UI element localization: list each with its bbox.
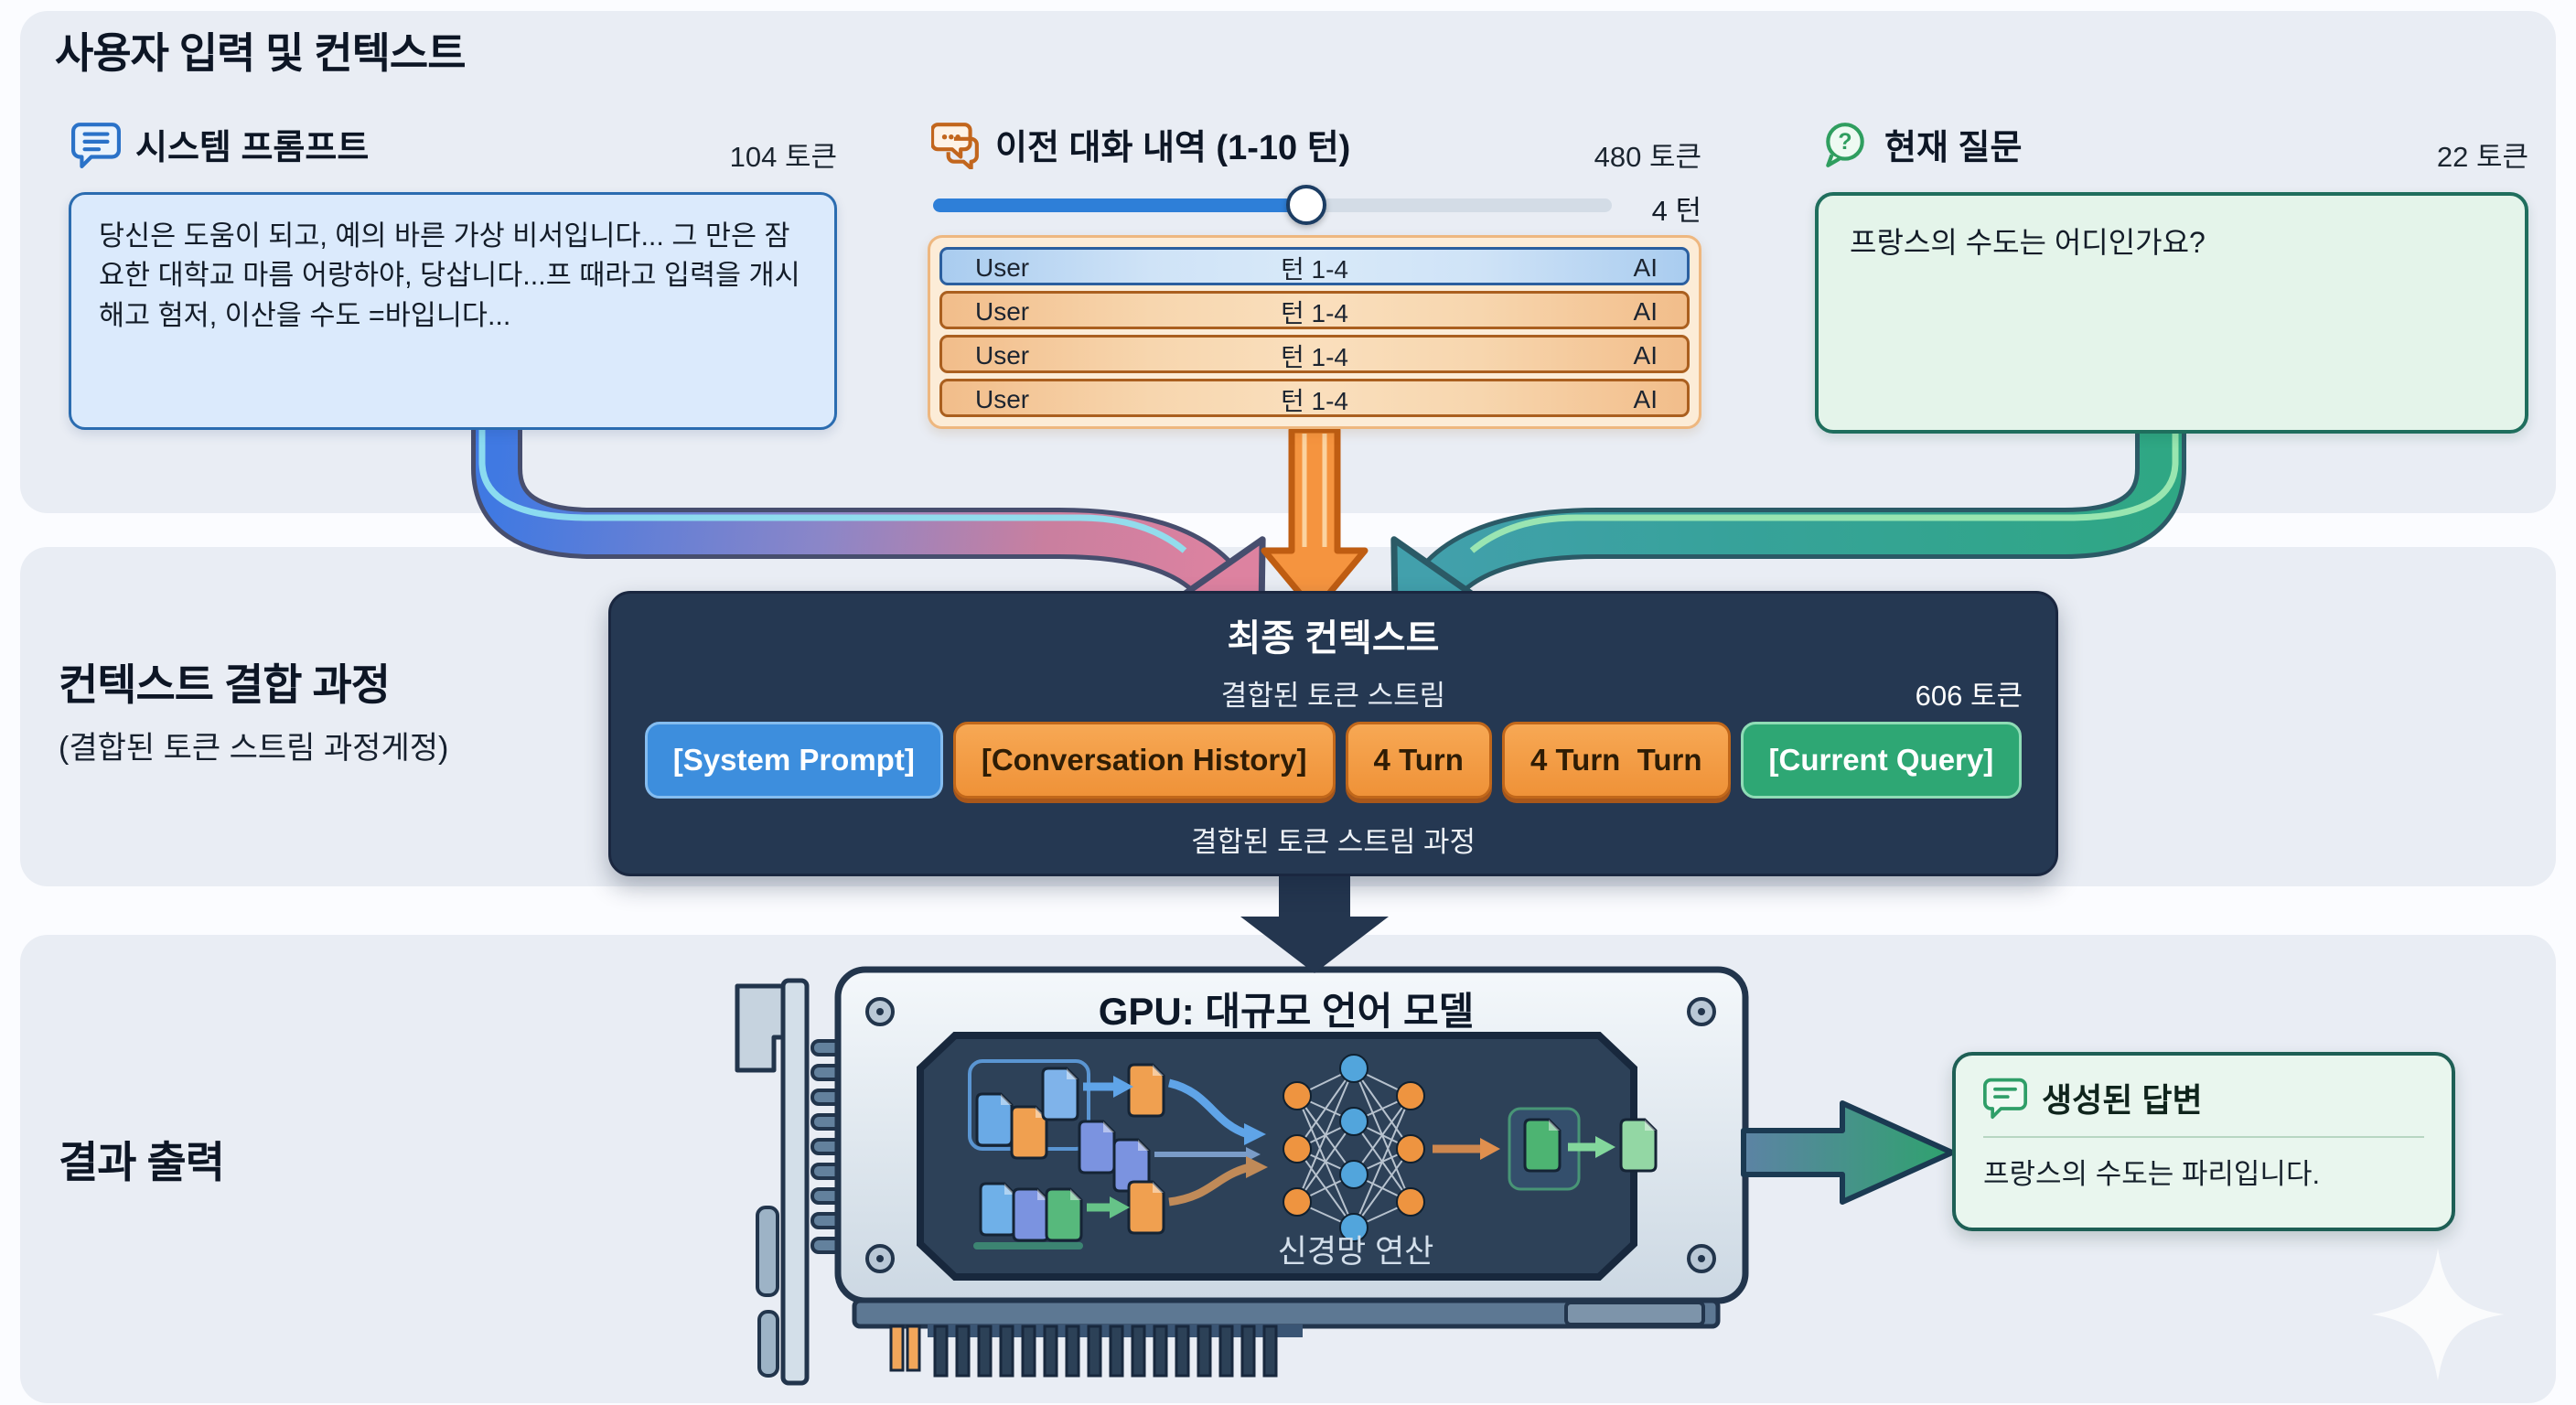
table-row: User 턴 1-4 AI [939,291,1690,329]
generated-answer-title: 생성된 답변 [2042,1081,2203,1119]
system-prompt-box: 당신은 도움이 되고, 예의 바른 가상 비서입니다... 그 만은 잠요한 대… [69,192,837,430]
row-turns-label: 턴 1-4 [1280,255,1348,284]
row-ai-label: AI [1633,385,1658,413]
slider-knob[interactable] [1286,185,1326,225]
current-query-title: 현재 질문 [1884,129,2023,167]
row-ai-label: AI [1633,253,1658,282]
section-title-user-input: 사용자 입력 및 컨텍스트 [55,29,467,77]
row-ai-label: AI [1633,297,1658,326]
gpu-illustration: GPU: 대규모 언어 모델 [735,966,1749,1386]
table-row: User 턴 1-4 AI [939,247,1690,285]
current-query-token-count: 22 토큰 [2436,141,2528,173]
chip-4-turn: 4 Turn [1345,722,1492,799]
final-context-token-count: 606 토큰 [1915,680,2023,712]
conversation-history-token-count: 480 토큰 [1594,141,1701,173]
section-title-combination: 컨텍스트 결합 과정 [59,660,391,709]
table-row: User 턴 1-4 AI [939,379,1690,417]
row-user-label: User [975,253,1030,282]
row-ai-label: AI [1633,341,1658,370]
current-query-header: ? 현재 질문 [1820,119,2022,169]
document-icons [975,1063,1165,1242]
row-user-label: User [975,341,1030,370]
chat-double-icon [931,120,981,169]
row-user-label: User [975,297,1030,326]
row-user-label: User [975,385,1030,413]
section-subtitle-combination: (결합된 토큰 스트림 과정게정) [59,731,449,766]
chip-4-turn-turn: 4 Turn Turn [1501,722,1731,799]
row-turns-label: 턴 1-4 [1280,299,1348,327]
chip-system-prompt: [System Prompt] [644,722,943,799]
generated-answer-header: 생성된 답변 [1983,1074,2424,1121]
final-context-title: 최종 컨텍스트 [1227,618,1440,659]
final-context-footer: 결합된 토큰 스트림 과정 [1190,826,1476,858]
final-context-box: 최종 컨텍스트 결합된 토큰 스트림 606 토큰 [System Prompt… [608,591,2058,876]
svg-text:?: ? [1838,129,1852,155]
output-arrow [1741,1100,1955,1205]
conversation-table: User 턴 1-4 AI User 턴 1-4 AI User 턴 1-4 A… [928,235,1701,429]
system-prompt-header: 시스템 프롬프트 [71,119,369,169]
question-icon: ? [1820,120,1870,169]
section-title-output: 결과 출력 [59,1138,225,1186]
turns-slider[interactable] [933,183,1612,225]
slider-fill [933,198,1306,212]
row-turns-label: 턴 1-4 [1280,387,1348,415]
current-query-box: 프랑스의 수도는 어디인가요? [1815,192,2528,434]
section-combination: 컨텍스트 결합 과정 (결합된 토큰 스트림 과정게정) 최종 컨텍스트 결합된… [20,547,2556,886]
table-row: User 턴 1-4 AI [939,335,1690,373]
row-turns-label: 턴 1-4 [1280,343,1348,371]
gpu-title: GPU: 대규모 언어 모델 [1099,990,1475,1033]
speech-bubble-icon [71,120,121,169]
sparkle-icon [2371,1248,2505,1381]
system-prompt-token-count: 104 토큰 [729,141,837,173]
divider [1983,1136,2424,1138]
system-prompt-title: 시스템 프롬프트 [135,129,370,167]
conversation-history-title: 이전 대화 내역 (1-10 턴) [995,129,1351,167]
speech-bubble-icon [1983,1076,2027,1120]
chip-current-query: [Current Query] [1740,722,2023,799]
generated-answer-text: 프랑스의 수도는 파리입니다. [1983,1158,2321,1190]
gpu-neural-label: 신경망 연산 [1278,1234,1434,1270]
conversation-history-header: 이전 대화 내역 (1-10 턴) [931,119,1350,169]
final-context-subtitle: 결합된 토큰 스트림 [1220,680,1446,712]
section-output: 결과 출력 [20,935,2556,1403]
chip-conversation-history: [Conversation History] [952,722,1336,799]
slider-value-label: 4 턴 [1651,195,1701,227]
section-user-input: 사용자 입력 및 컨텍스트 시스템 프롬프트 104 토큰 당신은 도움이 되고… [20,11,2556,513]
generated-answer-box: 생성된 답변 프랑스의 수도는 파리입니다. [1952,1052,2455,1231]
token-chips: [System Prompt] [Conversation History] 4… [611,722,2055,799]
